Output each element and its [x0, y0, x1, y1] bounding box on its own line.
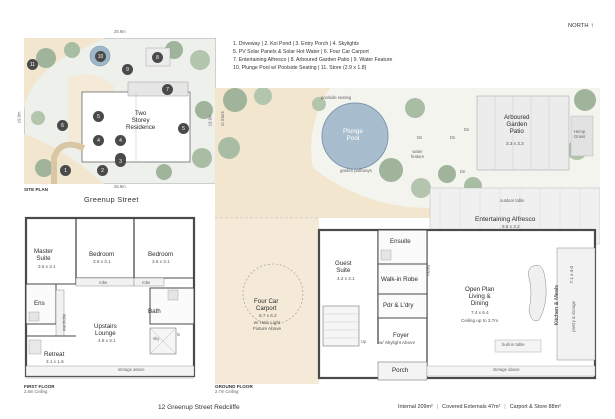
footer-areas: Internal 209m² | Covered Externals 47m² …	[398, 404, 561, 410]
ff-bath-name: Bath	[148, 308, 161, 315]
legend-line-3: 7. Entertaining Alfresco | 8. Arboured G…	[233, 57, 393, 64]
gf-alfresco-dim: 9.8 x 3.2	[502, 224, 520, 229]
gf-hemp-grass: Hemp Grass	[574, 129, 586, 139]
gf-alfresco-name: Entertaining Alfresco	[475, 216, 536, 223]
legend-line-2: 5. PV Solar Panels & Solar Hot Water | 6…	[233, 49, 369, 56]
legend: 1. Driveway | 2. Koi Pond | 3. Entry Por…	[233, 40, 392, 72]
footer-address: 12 Greenup Street Redcliffe	[158, 404, 240, 411]
gf-patio-dim: 3.3 x 3.3	[506, 141, 524, 146]
gf-guest-name: Guest Suite	[335, 260, 352, 275]
gf-pantry-label: pantry & storage	[570, 301, 576, 332]
site-plan-drawing	[23, 37, 217, 185]
gf-carport-name: Four Car Carport	[254, 298, 279, 313]
first-floor-plan: Master Suite 3.6 x 3.1 Bedroom 3.6 x 3.1…	[24, 216, 196, 382]
site-marker-8[interactable]: 8	[152, 52, 163, 63]
ff-master-name: Master Suite	[34, 248, 53, 263]
gf-water-feature: water feature	[411, 149, 425, 159]
north-label: NORTH	[568, 22, 589, 29]
north-arrow-icon: ↑	[590, 22, 594, 29]
ff-bed2-dim: 3.6 x 3.1	[152, 259, 170, 264]
gf-foyer-note: w/ Skylight Above	[379, 340, 416, 345]
site-marker-4a[interactable]: 4	[93, 135, 104, 146]
gf-pool-name: Plunge Pool	[343, 128, 363, 143]
gf-media-label: media	[425, 264, 431, 277]
gf-deck-dn-2: Dn	[450, 135, 456, 140]
legend-line-4: 10. Plunge Pool w/ Poolside Seating | 11…	[233, 65, 367, 72]
gf-kitchen-name: Kitchen & Meals	[554, 285, 560, 326]
gf-carport-dim: 5.7 x 6.2	[259, 313, 277, 318]
ff-retreat-dim: 3.1 x 1.6	[46, 359, 64, 364]
gf-patio-name: Arboured Garden Patio	[504, 114, 530, 136]
gf-ensuite-name: Ensuite	[390, 238, 411, 245]
north-indicator: NORTH ↑	[568, 22, 594, 29]
gf-builtin-table: built-in table	[502, 342, 525, 347]
ff-bed1-dim: 3.6 x 3.1	[93, 259, 111, 264]
ff-sky-label: sky	[153, 336, 160, 341]
ff-robe1-label: robe	[99, 280, 108, 285]
ff-ens-name: Ens	[34, 300, 45, 307]
gf-stairs-up: Up	[361, 339, 367, 344]
footer-carport: Carport & Store 88m²	[509, 404, 561, 410]
ground-floor-plan: to Store 19.9m poolside seating Plunge P…	[207, 87, 601, 384]
first-floor-ceiling: 2.8m Ceiling	[24, 389, 48, 394]
site-dim-top: 25.9m	[114, 29, 126, 34]
site-marker-9[interactable]: 9	[122, 64, 133, 75]
site-house-label: Two Storey Residence	[126, 110, 156, 132]
ground-floor-drawing	[215, 87, 601, 384]
ff-bed1-name: Bedroom	[89, 251, 115, 258]
gf-living-ceiling: Ceiling up to 3.7m	[461, 318, 499, 323]
ff-lounge-dim: 4.8 x 3.1	[98, 338, 116, 343]
footer-covered: Covered Externals 47m²	[442, 404, 501, 410]
gf-kitchen-dim: 7.1 x 4.0	[569, 265, 575, 284]
gf-carport-note: w/ Halo Light Fixture Above	[253, 320, 282, 331]
gf-deck-dn-1: Dn	[417, 135, 423, 140]
gf-foyer-name: Foyer	[393, 332, 409, 339]
first-floor-label: FIRST FLOOR	[24, 384, 55, 389]
site-marker-5b[interactable]: 5	[178, 123, 189, 134]
gf-living-name: Open Plan Living & Dining	[465, 286, 495, 308]
ground-floor-ceiling: 2.7m Ceiling	[215, 389, 239, 394]
ff-lounge-name: Upstairs Lounge	[94, 323, 117, 338]
ff-bed2-name: Bedroom	[148, 251, 174, 258]
gf-pdr-name: Pdr & L'dry	[383, 302, 414, 309]
footer-internal: Internal 209m²	[398, 404, 433, 410]
ff-retreat-name: Retreat	[44, 351, 65, 358]
footer-sep-1: |	[436, 404, 439, 410]
site-plan: 11 10 9 8 7 6 5 5 4 4 4 3 2 1 Two Storey…	[23, 37, 217, 185]
gf-garden-pathways: garden pathways	[340, 168, 372, 173]
ff-ln-label: ln	[177, 332, 181, 337]
site-dim-side: 19.9m	[16, 111, 22, 124]
gf-wir-name: Walk-in Robe	[381, 276, 418, 283]
site-dim-bottom: 25.9m	[114, 184, 126, 189]
gf-pool-seating: poolside seating	[321, 95, 352, 100]
ff-robe2-label: robe	[142, 280, 151, 285]
ff-master-dim: 3.6 x 3.1	[38, 264, 56, 269]
gf-storage-label: storage above	[493, 367, 520, 372]
site-marker-4b[interactable]: 4	[115, 135, 126, 146]
site-marker-2[interactable]: 2	[97, 165, 108, 176]
gf-outdoor-table: outdoor table	[500, 198, 525, 203]
site-marker-6[interactable]: 6	[57, 120, 68, 131]
gf-deck-dn-3: Dn	[464, 127, 470, 132]
ground-floor-label: GROUND FLOOR	[215, 384, 253, 389]
gf-guest-dim: 4.2 x 3.1	[337, 276, 355, 281]
gf-porch-name: Porch	[392, 367, 409, 374]
ff-storage-label: storage above	[118, 367, 145, 372]
gf-dim-side: 19.9m	[207, 114, 213, 127]
site-marker-1[interactable]: 1	[60, 165, 71, 176]
ff-wardrobe-label: wardrobe	[61, 313, 67, 332]
gf-to-store: to Store	[219, 111, 225, 126]
site-marker-5a[interactable]: 5	[93, 111, 104, 122]
legend-line-1: 1. Driveway | 2. Koi Pond | 3. Entry Por…	[233, 41, 360, 47]
site-street-label: Greenup Street	[84, 195, 139, 204]
footer-sep-2: |	[504, 404, 506, 410]
site-marker-3[interactable]: 3	[115, 156, 126, 167]
site-plan-label: SITE PLAN	[24, 187, 48, 192]
site-marker-11[interactable]: 11	[27, 59, 38, 70]
gf-living-dim: 7.4 x 6.4	[471, 310, 489, 315]
site-marker-10[interactable]: 10	[95, 51, 106, 62]
site-marker-7[interactable]: 7	[162, 84, 173, 95]
first-floor-walls	[24, 216, 196, 379]
gf-deck-dn-4: Dn	[460, 169, 466, 174]
